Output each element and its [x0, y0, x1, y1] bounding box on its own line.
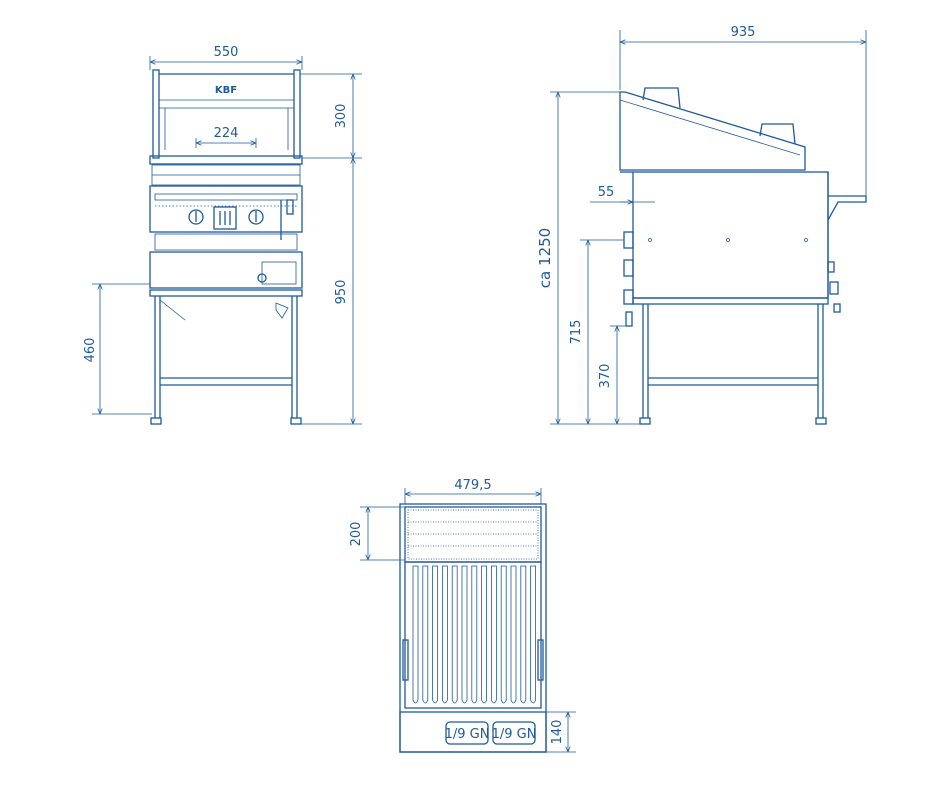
- grill-bars: [412, 565, 536, 704]
- overall-height-dim: ca 1250: [536, 228, 554, 288]
- grill-bar: [412, 565, 419, 704]
- grill-bar: [442, 565, 448, 704]
- grate-depth-dim: 200: [349, 522, 364, 547]
- top-view: 479,5 200 140 1/9 GN 1/9 GN: [349, 478, 576, 753]
- offset-dim: 55: [598, 185, 615, 200]
- grill-bar: [451, 565, 458, 704]
- counter-height-dim: 715: [569, 320, 584, 345]
- brand-label: KBF: [215, 85, 237, 96]
- grill-bar: [422, 565, 429, 704]
- grill-width-dim: 479,5: [454, 478, 491, 493]
- grill-bar: [491, 565, 497, 704]
- work-height-dim: 460: [83, 338, 98, 363]
- front-width-dim: 550: [214, 45, 239, 60]
- gn-container-right-label: 1/9 GN: [492, 727, 537, 742]
- grill-bar: [520, 565, 527, 704]
- grill-bar: [530, 565, 536, 704]
- side-view: 935 55 ca 1250 715 370: [536, 25, 867, 425]
- grill-bar: [500, 565, 507, 704]
- total-height-dim: 950: [334, 280, 349, 305]
- grill-bar: [510, 565, 517, 704]
- grill-bar: [461, 565, 468, 704]
- grill-bar: [481, 565, 487, 704]
- shelf-height-dim: 370: [598, 364, 613, 389]
- front-view: KBF 550 224 300 950 460: [83, 45, 362, 425]
- burner-spacing-dim: 224: [214, 126, 239, 141]
- grill-bar: [471, 565, 478, 704]
- gn-container-left-label: 1/9 GN: [445, 727, 490, 742]
- drawer-depth-dim: 140: [550, 720, 565, 745]
- grill-bar: [432, 565, 438, 704]
- side-depth-dim: 935: [731, 25, 756, 40]
- hood-height-dim: 300: [334, 104, 349, 129]
